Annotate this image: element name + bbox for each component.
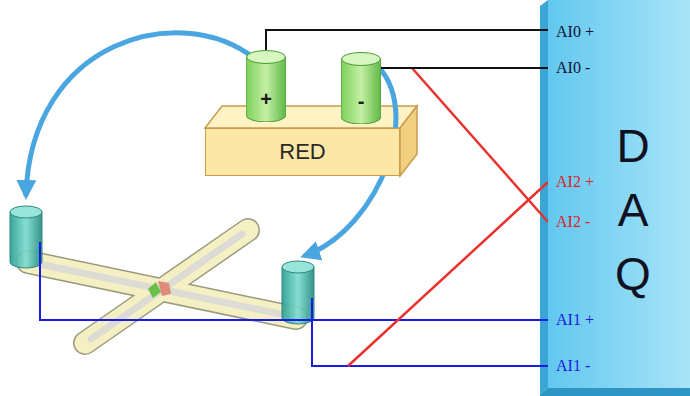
cylinder-top (342, 53, 381, 66)
reservoir (10, 206, 42, 268)
daq-side (540, 0, 548, 394)
pin-name: AI1 + (556, 311, 594, 329)
daq-bottom (540, 388, 690, 396)
microfluidic-chip (28, 230, 296, 343)
channel-outline (28, 262, 296, 318)
pin-name: AI2 + (556, 173, 594, 191)
signal-wire (266, 30, 548, 50)
terminal-cylinder (246, 50, 286, 122)
pin-name: AI0 + (556, 23, 594, 41)
daq-panel: D A Q (548, 0, 690, 388)
reservoir-body (10, 212, 42, 268)
junction-red (158, 281, 171, 296)
channel-body (28, 262, 296, 318)
supply-box: RED (205, 128, 400, 176)
pin-name: AI1 - (556, 357, 590, 375)
reservoir-top (10, 206, 42, 218)
node-text: RED (279, 139, 325, 165)
pin-name: AI2 - (556, 213, 590, 231)
reservoir-body (282, 267, 314, 324)
node-text: + (246, 88, 286, 111)
terminal-cylinder (341, 52, 381, 124)
node-text: - (341, 90, 381, 113)
channel-body (85, 230, 248, 343)
cylinder-body (246, 57, 286, 122)
electrode-terminal: + (246, 50, 286, 122)
reservoir (282, 261, 314, 324)
box-side-face (400, 106, 417, 176)
channel-inner (34, 263, 290, 316)
pin-name: AI0 - (556, 59, 590, 77)
red-wire (412, 68, 548, 222)
reservoir-top (282, 261, 314, 273)
channel-inner (91, 234, 242, 339)
signal-wire (381, 67, 548, 69)
cylinder-top (247, 51, 286, 64)
electrode-terminal: - (341, 52, 381, 124)
node-text: D A Q (610, 114, 656, 306)
red-wire (348, 182, 548, 366)
cylinder-body (341, 59, 381, 124)
box-top-face (205, 106, 417, 128)
blue-wire (312, 298, 548, 366)
